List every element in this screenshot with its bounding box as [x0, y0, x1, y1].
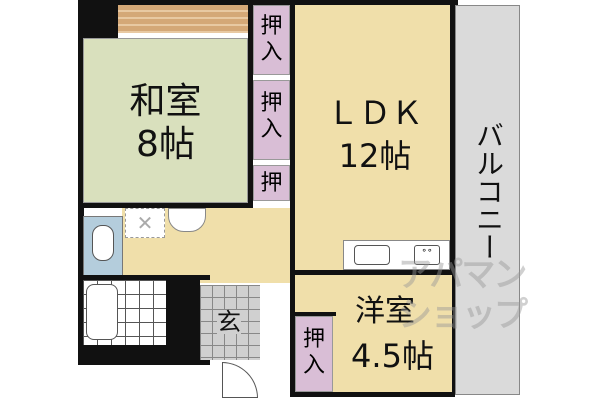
wall: [290, 392, 455, 397]
balcony-label: バルコニー: [472, 121, 505, 261]
wall: [78, 345, 210, 365]
yoshitsu-size: 4.5帖: [351, 337, 434, 375]
wall-top-left: [78, 0, 118, 38]
closet-label: 押入: [302, 327, 325, 378]
ldk-size: 12帖: [338, 137, 412, 175]
stove-icon: ∘∘: [414, 245, 440, 265]
wall: [292, 312, 336, 316]
closet-2: 押入: [253, 80, 290, 160]
closet-1: 押入: [253, 5, 290, 75]
washitsu-name: 和室: [129, 81, 202, 122]
outer-wall-left: [78, 0, 84, 365]
bathroom: [83, 280, 166, 345]
closet-3: 押: [253, 165, 290, 201]
watermark: アパマンショップ: [398, 255, 528, 335]
yoshitsu-name: 洋室: [355, 294, 415, 329]
closet-4: 押入: [295, 316, 333, 392]
closet-label: 押入: [260, 14, 283, 65]
washitsu-room: 和室 8帖: [83, 38, 248, 203]
toilet: [83, 216, 123, 276]
veranda-strip: [118, 5, 248, 33]
kitchen-counter: ∘∘: [343, 240, 450, 270]
outer-wall: [78, 0, 458, 5]
ldk-room: ＬＤＫ 12帖: [295, 5, 452, 270]
wall: [78, 203, 253, 208]
bathtub-icon: [86, 284, 118, 340]
genkan: 玄: [200, 285, 260, 360]
wall: [78, 275, 210, 280]
wall: [450, 0, 455, 395]
washbasin-icon: [168, 208, 206, 232]
balcony: バルコニー: [455, 5, 520, 395]
wall: [290, 270, 455, 275]
closet-label: 押: [260, 171, 283, 196]
closet-label: 押入: [260, 91, 283, 142]
genkan-label: 玄: [217, 308, 241, 336]
washer-space: ✕: [125, 208, 165, 238]
sink-icon: [354, 245, 390, 265]
toilet-icon: [92, 225, 114, 261]
ldk-name: ＬＤＫ: [326, 94, 423, 132]
wall: [290, 0, 295, 395]
wall: [248, 0, 253, 210]
washitsu-size: 8帖: [136, 124, 195, 165]
entrance-door[interactable]: [222, 362, 258, 398]
